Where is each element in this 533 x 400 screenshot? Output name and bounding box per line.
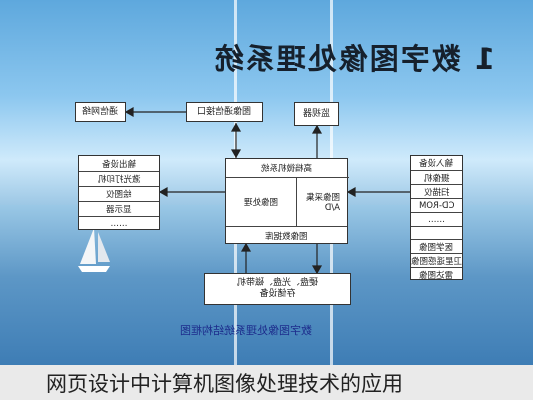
sailboat-icon <box>78 228 110 272</box>
image-acquisition-cell: 图像采集 A/D <box>296 177 349 226</box>
input-device-label: …… <box>428 214 445 225</box>
output-device-label: 绘图仪 <box>106 190 132 200</box>
image-acquisition-label: 图像采集 A/D <box>305 193 340 213</box>
monitor-box: 监视器 <box>294 102 339 126</box>
host-computer-label: 高档微机系统 <box>260 164 312 174</box>
input-device-label: 输入设备 <box>419 159 454 169</box>
footer-title: 网页设计中计算机图像处理技术的应用 <box>46 372 403 396</box>
output-device-label: 激光打印机 <box>97 175 141 185</box>
list-item: …… <box>79 216 159 231</box>
input-device-label: 医学图像 <box>419 242 454 253</box>
host-computer-cell: 高档微机系统 <box>226 159 347 177</box>
list-item: 卫星遥感图像 <box>411 253 462 267</box>
comm-interface-box: 图像通信接口 <box>186 102 263 122</box>
output-device-label: 显示器 <box>106 205 132 215</box>
list-item <box>411 226 462 239</box>
storage-label: 硬盘、光盘、磁带机 存储设备 <box>236 278 318 299</box>
diagram-caption: 数字图像处理系统结构框图 <box>180 322 380 338</box>
output-device-label: 输出设备 <box>101 159 136 170</box>
list-item: 激光打印机 <box>79 171 159 186</box>
storage-box: 硬盘、光盘、磁带机 存储设备 <box>204 273 351 305</box>
list-item: 摄像机 <box>411 170 462 184</box>
image-database-cell: 图像数据库 <box>226 226 347 245</box>
list-item: CD-ROM <box>411 198 462 212</box>
list-item: 绘图仪 <box>79 186 159 201</box>
input-device-label: 扫描仪 <box>423 187 450 198</box>
comm-network-box: 通信网络 <box>75 102 126 122</box>
caption-text: 数字图像处理系统结构框图 <box>180 324 312 337</box>
output-device-label: …… <box>110 219 128 229</box>
list-item: 扫描仪 <box>411 184 462 198</box>
list-item: 医学图像 <box>411 239 462 253</box>
image-database-label: 图像数据库 <box>265 232 308 242</box>
list-item: 雷达图像 <box>411 267 462 281</box>
input-devices-list: 输入设备 摄像机 扫描仪 CD-ROM …… 医学图像 卫星遥感图像 雷达图像 <box>410 155 463 281</box>
input-device-label: 摄像机 <box>423 173 450 184</box>
list-item: …… <box>411 212 462 226</box>
connector-lines <box>124 106 410 275</box>
list-item: 输出设备 <box>79 156 159 171</box>
image-processing-cell: 图像处理 <box>226 177 296 226</box>
image-processing-label: 图像处理 <box>243 198 278 208</box>
comm-interface-label: 图像通信接口 <box>197 106 252 117</box>
input-device-label: 雷达图像 <box>419 270 454 281</box>
host-system-box: 高档微机系统 图像处理 图像采集 A/D 图像数据库 <box>225 158 349 245</box>
output-devices-list: 输出设备 激光打印机 绘图仪 显示器 …… <box>78 155 160 230</box>
monitor-label: 监视器 <box>302 108 330 119</box>
footer-bar <box>0 365 533 400</box>
list-item: 显示器 <box>79 201 159 216</box>
input-device-label: 卫星遥感图像 <box>410 256 462 267</box>
list-item: 输入设备 <box>411 156 462 170</box>
input-device-label: CD-ROM <box>418 200 455 211</box>
comm-network-label: 通信网络 <box>82 106 119 117</box>
